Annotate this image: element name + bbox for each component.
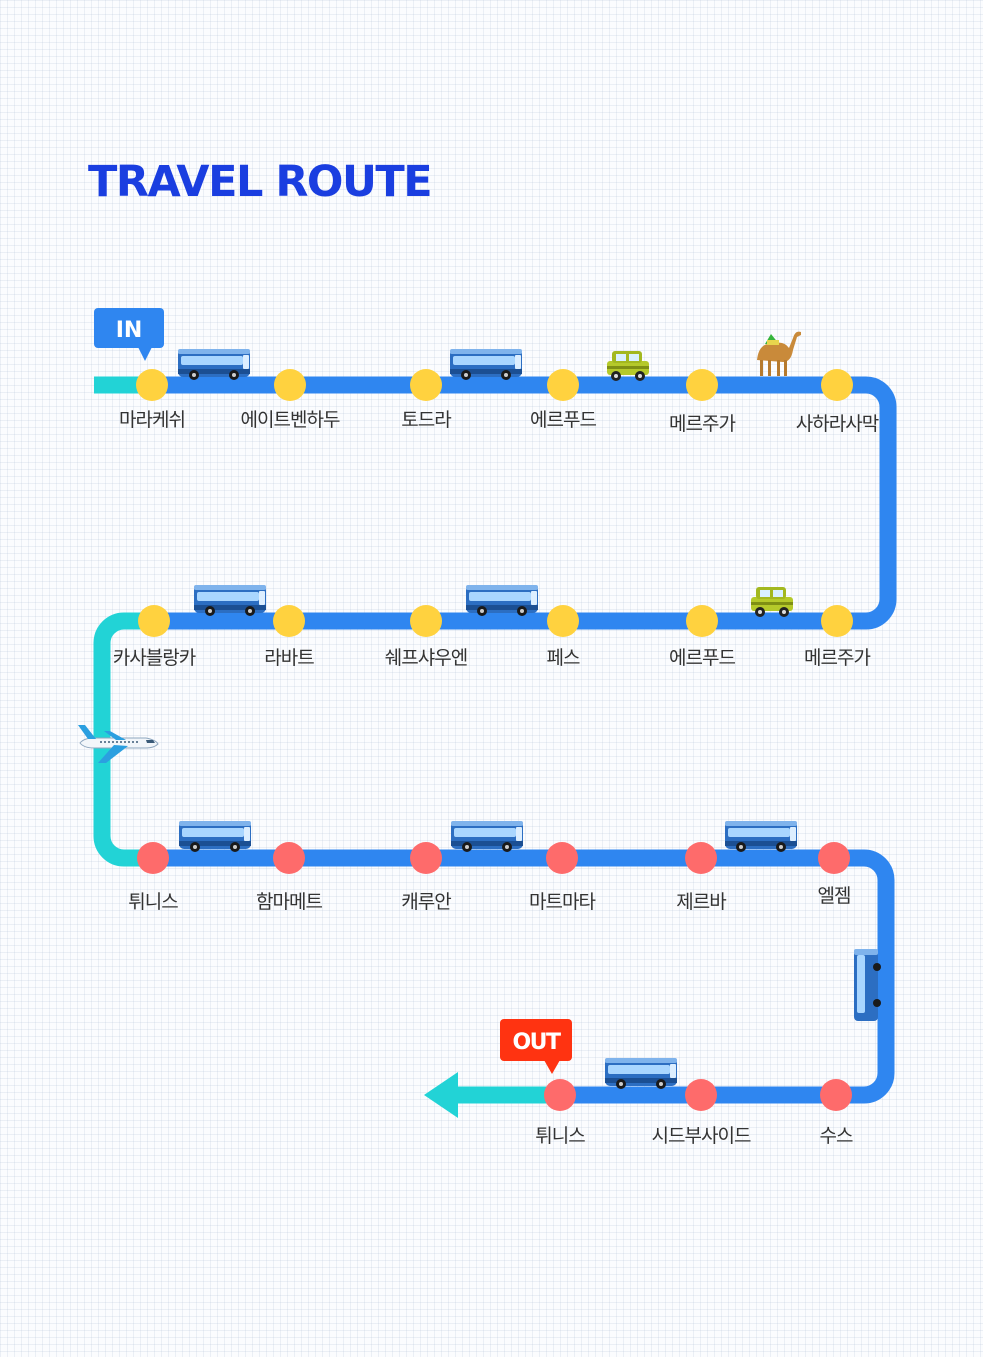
stop-dot — [685, 842, 717, 874]
stop-dots — [136, 369, 853, 1111]
stop-label: 에이트벤하두 — [240, 409, 341, 431]
bus-icon — [725, 821, 797, 852]
stop-label: 에르푸드 — [669, 647, 736, 669]
stop-dot — [546, 842, 578, 874]
bus-icon — [466, 585, 538, 616]
stop-dot — [818, 842, 850, 874]
out-marker-pointer — [544, 1060, 560, 1074]
stop-dot — [685, 1079, 717, 1111]
stop-dot — [821, 369, 853, 401]
stop-label: 튀니스 — [128, 891, 178, 913]
bus-icon — [451, 821, 523, 852]
stop-dot — [137, 842, 169, 874]
in-marker: IN — [94, 308, 164, 361]
stop-dot — [547, 369, 579, 401]
exit-arrow-icon — [424, 1072, 458, 1118]
bus-icon — [854, 949, 881, 1021]
in-marker-badge — [94, 308, 164, 348]
stop-dot — [820, 1079, 852, 1111]
camel-icon — [757, 331, 801, 376]
stop-label: 토드라 — [401, 409, 451, 431]
stop-dot — [138, 605, 170, 637]
airplane-icon — [77, 724, 159, 764]
stop-label: 제르바 — [676, 891, 726, 913]
bus-icon — [178, 349, 250, 380]
stop-dot — [547, 605, 579, 637]
stop-label: 시드부사이드 — [651, 1125, 752, 1147]
out-marker-badge — [500, 1019, 572, 1061]
stop-dot — [136, 369, 168, 401]
stop-label: 튀니스 — [535, 1125, 585, 1147]
stop-label: 수스 — [819, 1125, 854, 1147]
stop-label: 메르주가 — [669, 413, 736, 435]
stop-label: 캐루안 — [401, 891, 451, 913]
bus-icon — [194, 585, 266, 616]
stop-label: 페스 — [546, 647, 581, 669]
stop-label: 마라케쉬 — [119, 409, 186, 431]
stop-label: 라바트 — [264, 647, 314, 669]
bus-icon — [605, 1058, 677, 1089]
stop-dot — [821, 605, 853, 637]
route-line-south — [152, 849, 895, 1104]
out-marker: OUT — [500, 1019, 572, 1074]
stop-dot — [686, 605, 718, 637]
stop-label: 메르주가 — [804, 647, 871, 669]
bus-icon — [179, 821, 251, 852]
stop-dot — [410, 605, 442, 637]
stop-dot — [274, 369, 306, 401]
stop-label: 쉐프샤우엔 — [384, 647, 468, 669]
stop-label: 마트마타 — [529, 891, 596, 913]
stop-label: 엘젬 — [817, 885, 852, 907]
page-title: TRAVEL ROUTE — [88, 157, 433, 207]
in-marker-pointer — [138, 347, 152, 361]
stop-dot — [273, 605, 305, 637]
stop-label: 사하라사막 — [795, 413, 879, 435]
out-marker-label: OUT — [512, 1030, 561, 1055]
stop-label: 카사블랑카 — [112, 647, 196, 669]
stop-dot — [410, 369, 442, 401]
in-marker-label: IN — [116, 318, 143, 343]
stop-dot — [273, 842, 305, 874]
bus-icon — [450, 349, 522, 380]
route-line-north — [152, 376, 897, 630]
stop-dot — [686, 369, 718, 401]
stop-dot — [544, 1079, 576, 1111]
stop-label: 에르푸드 — [530, 409, 597, 431]
stop-dot — [410, 842, 442, 874]
stop-label: 함마메트 — [256, 891, 323, 913]
